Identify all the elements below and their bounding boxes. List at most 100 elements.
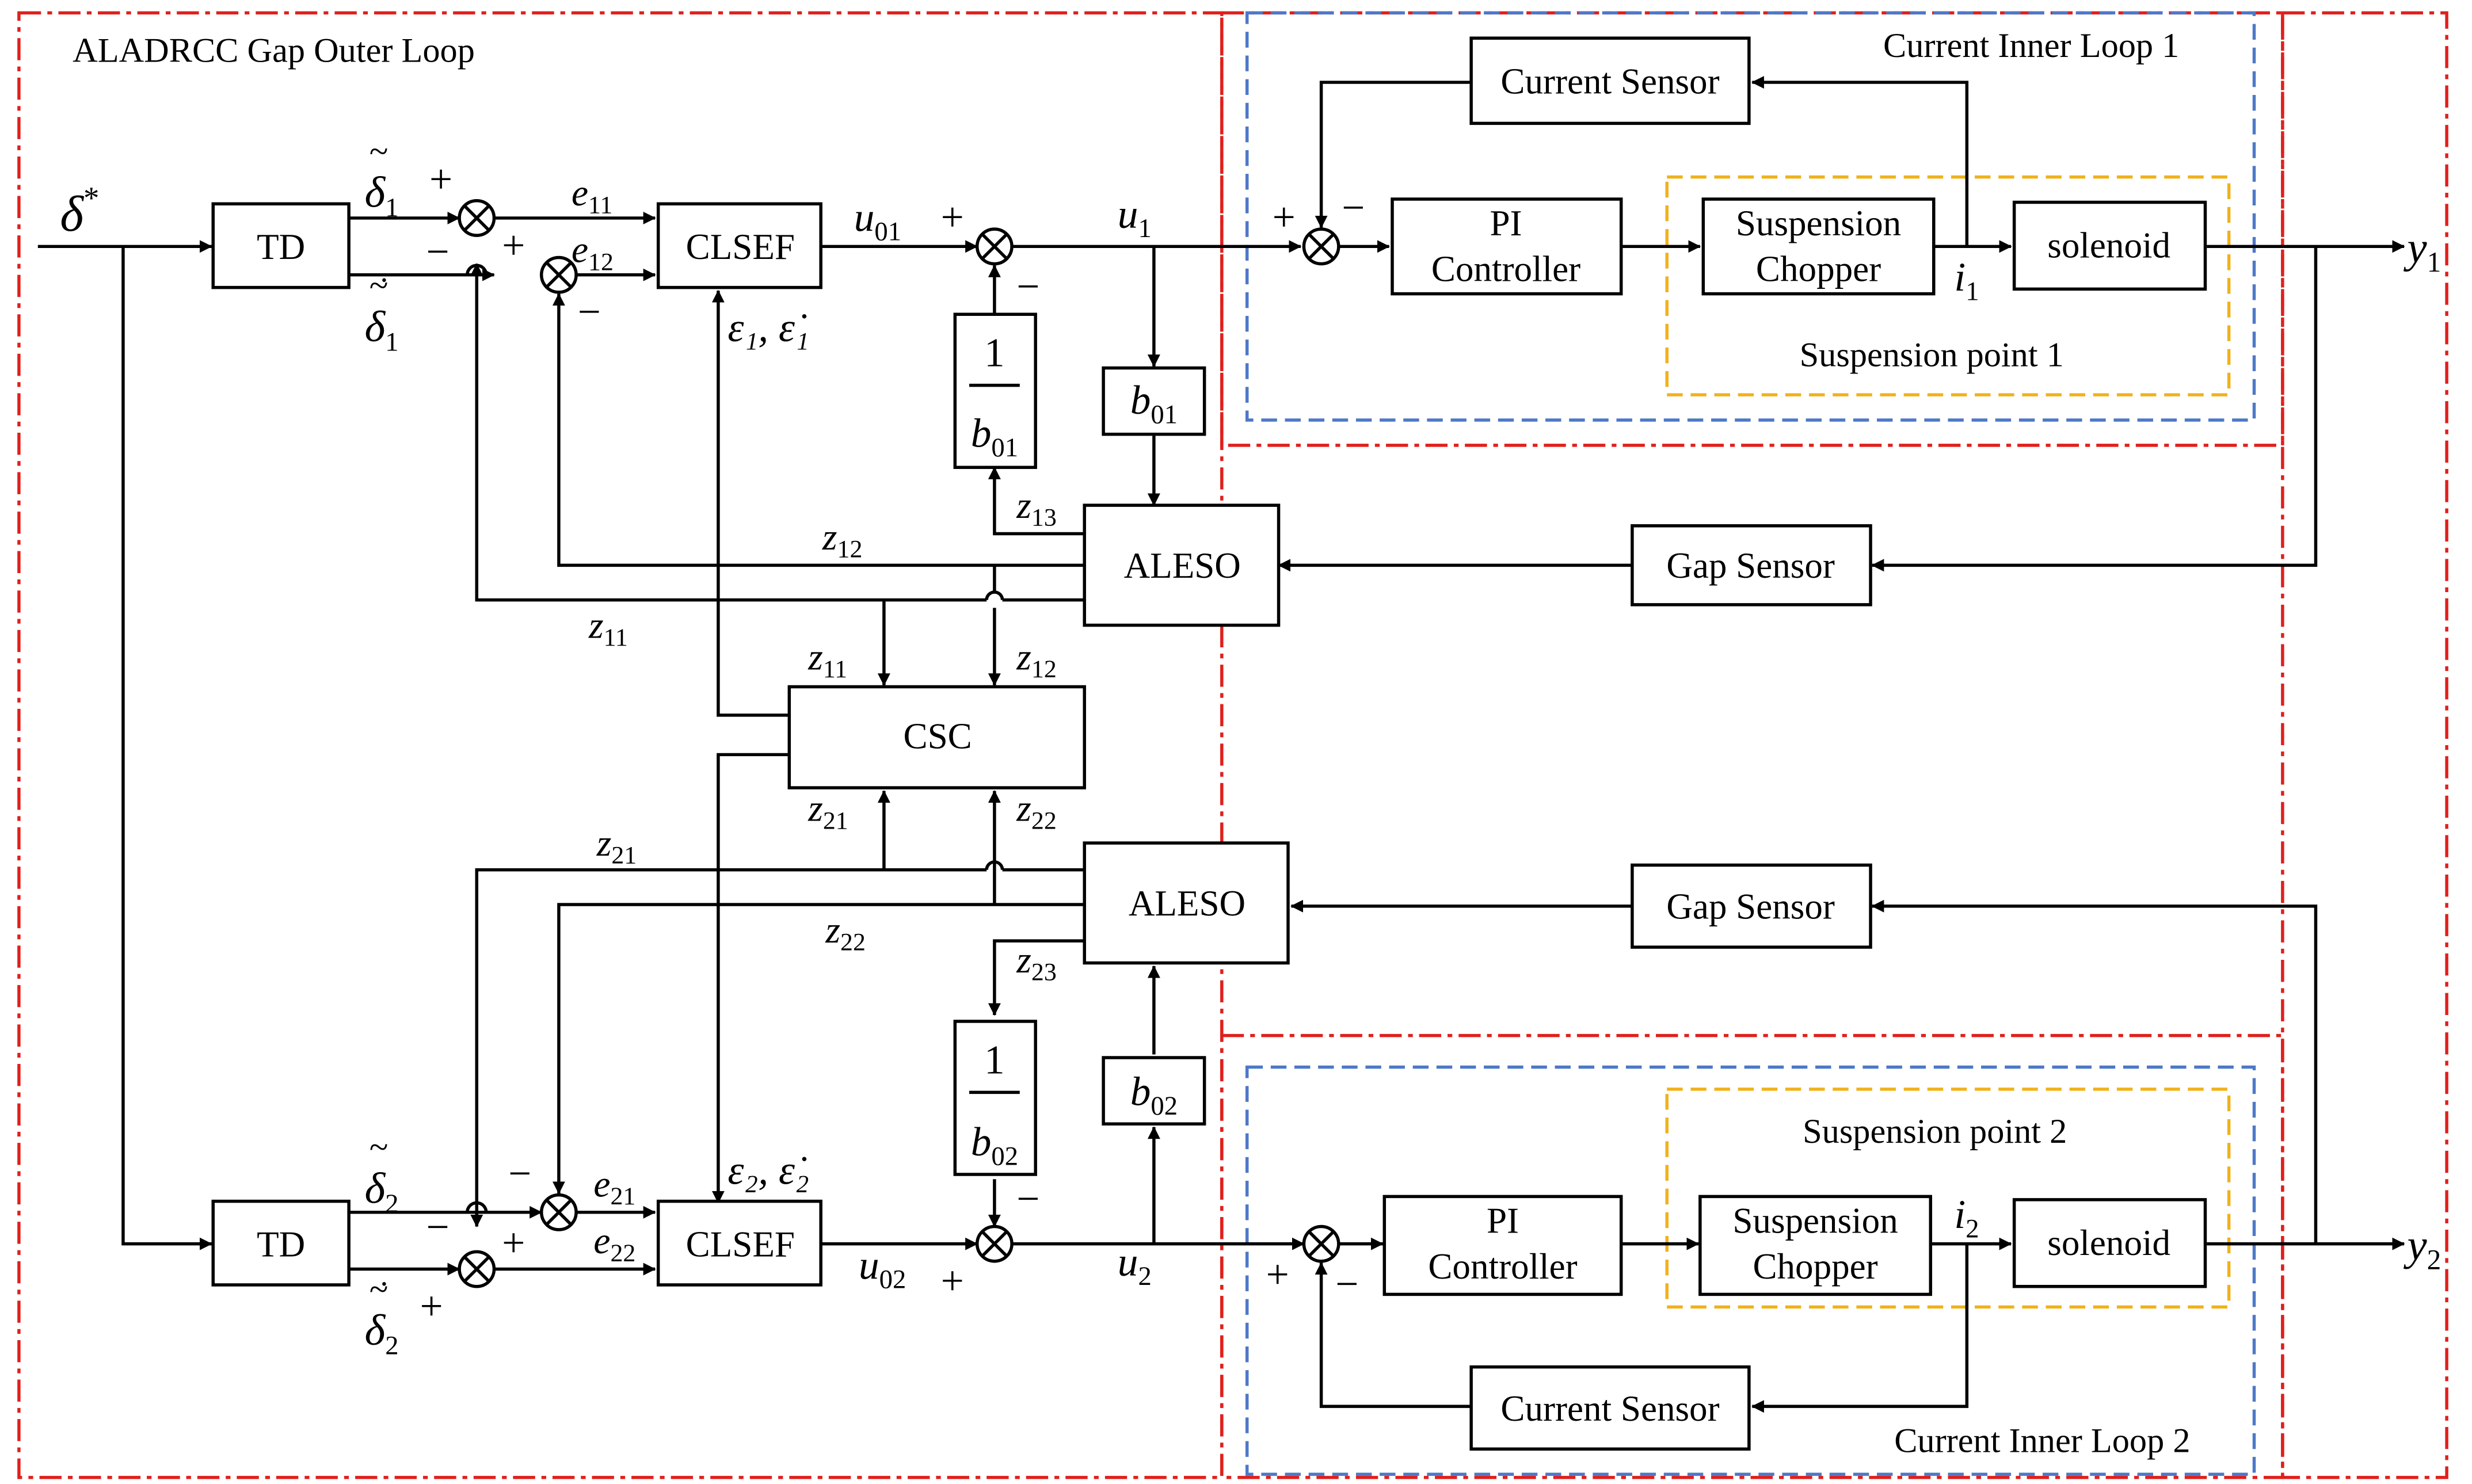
delta2-dot-label: δ2 xyxy=(365,1306,399,1360)
delta2-tilde-label: δ2 xyxy=(365,1163,399,1218)
pi-controller-block-2 xyxy=(1382,1195,1623,1296)
sign-plus-u01: + xyxy=(941,194,964,240)
outer-loop-border xyxy=(17,11,1224,1479)
junction-signs: + − + − + − + − − − + + + − + − xyxy=(420,157,1365,1329)
sign-minus-i1: − xyxy=(1342,185,1365,230)
clsef-label-2: CLSEF xyxy=(686,1224,795,1265)
dot-mark-2b: · xyxy=(379,1266,389,1301)
current-sensor-block-2 xyxy=(1469,1365,1751,1451)
sign-minus-e21: − xyxy=(508,1151,531,1196)
aleso-block-1 xyxy=(1083,503,1281,627)
inv-b01-fraction: 1 b01 xyxy=(969,330,1020,463)
i1-label: i1 xyxy=(1954,254,1979,306)
inv-b02-block xyxy=(953,1020,1037,1176)
suspension-chopper-block-1 xyxy=(1701,197,1936,296)
region-borders xyxy=(17,11,2448,1479)
suspension-point-2-border xyxy=(1665,1088,2231,1309)
pi-label-2b: Controller xyxy=(1428,1246,1577,1287)
tilde-mark-2: ~ xyxy=(370,1128,388,1167)
suspension-point-1-border xyxy=(1665,175,2231,396)
current-sensor-block-1 xyxy=(1469,36,1751,125)
clsef-label-1: CLSEF xyxy=(686,227,795,267)
inv-b02-denominator: b02 xyxy=(971,1119,1018,1171)
delta1-dot-label: δ1 xyxy=(365,302,399,357)
suspension-chopper-block-2 xyxy=(1698,1195,1933,1296)
connection-lines xyxy=(37,76,2405,1413)
z23-label: z23 xyxy=(1016,939,1057,986)
inner-loop-2-label: Current Inner Loop 2 xyxy=(1894,1422,2190,1460)
gap-sensor-block-2 xyxy=(1631,863,1872,949)
eps2-label: ε₂, ε̇₂ xyxy=(727,1147,809,1193)
u01-label: u01 xyxy=(854,194,901,246)
pi-label-1b: Controller xyxy=(1431,249,1580,289)
z22-label-b: z22 xyxy=(825,909,866,956)
clsef-block-2 xyxy=(656,1199,822,1287)
sum-junction-e21 xyxy=(542,1195,576,1230)
b02-label: b02 xyxy=(1130,1069,1178,1120)
csc-block xyxy=(787,685,1086,789)
tilde-mark-2b: ~ xyxy=(370,1270,388,1308)
z12-label-a: z12 xyxy=(822,516,862,563)
inv-b01-numerator: 1 xyxy=(984,330,1005,376)
z21-label-b: z21 xyxy=(596,822,637,869)
sum-junction-u2 xyxy=(977,1226,1012,1261)
z11-label-b: z11 xyxy=(808,636,847,683)
inv-b02-numerator: 1 xyxy=(984,1037,1005,1082)
sign-minus-u1: − xyxy=(1016,264,1039,310)
sign-minus-e11: − xyxy=(426,229,450,274)
td-block-2 xyxy=(211,1199,351,1287)
pi-label-1a: PI xyxy=(1490,203,1522,243)
eps1-label: ε₁, ε̇₁ xyxy=(727,305,809,350)
tilde-mark-1b: ~ xyxy=(370,266,388,305)
sign-plus-i2: + xyxy=(1266,1252,1289,1297)
b01-block xyxy=(1102,366,1206,436)
sum-junction-u1 xyxy=(977,229,1012,264)
sum-junction-e11 xyxy=(459,201,494,235)
gap-sensor-block-1 xyxy=(1631,524,1872,606)
pi-controller-block-1 xyxy=(1391,197,1623,296)
e12-label: e12 xyxy=(572,229,614,276)
right-edge-border xyxy=(2281,11,2448,1479)
sum-junction-current-1 xyxy=(1304,229,1338,264)
signal-labels: δ* δ1 ~ δ1 ~ · δ2 ~ δ2 ~ · e11 e12 e21 e… xyxy=(60,132,2441,1361)
y2-label: y2 xyxy=(2404,1220,2441,1275)
td-label-1: TD xyxy=(257,227,305,267)
sign-minus-i2: − xyxy=(1335,1261,1358,1307)
current-sensor-label-1: Current Sensor xyxy=(1500,61,1719,101)
z22-label-a: z22 xyxy=(1016,788,1057,835)
chopper-label-1b: Chopper xyxy=(1756,249,1881,289)
inner-loop-2-border xyxy=(1245,1065,2256,1476)
pi-label-2a: PI xyxy=(1487,1200,1519,1241)
e22-label: e22 xyxy=(593,1220,635,1267)
blocks xyxy=(211,36,2207,1451)
td-block-1 xyxy=(211,202,351,289)
clsef-block-1 xyxy=(656,202,822,289)
u1-label: u1 xyxy=(1118,191,1152,243)
solenoid-label-2: solenoid xyxy=(2047,1223,2170,1263)
b02-block xyxy=(1102,1056,1206,1126)
sum-junction-current-2 xyxy=(1304,1226,1338,1261)
inv-b01-block xyxy=(953,312,1037,470)
td-label-2: TD xyxy=(257,1224,305,1265)
i2-label: i2 xyxy=(1954,1192,1979,1243)
y1-label: y1 xyxy=(2404,223,2441,278)
delta-ref-label: δ* xyxy=(60,180,99,241)
suspension-point-1-label: Suspension point 1 xyxy=(1800,336,2064,375)
gap-sensor-label-1: Gap Sensor xyxy=(1666,545,1835,586)
chopper-label-1a: Suspension xyxy=(1736,203,1901,243)
dot-mark-1b: · xyxy=(379,262,389,297)
sign-plus-e22b: + xyxy=(420,1283,443,1329)
solenoid-label-1: solenoid xyxy=(2047,226,2170,266)
e11-label: e11 xyxy=(572,172,612,219)
inv-b02-fraction: 1 b02 xyxy=(969,1037,1020,1172)
sign-minus-e12: − xyxy=(578,289,601,334)
current-sensor-label-2: Current Sensor xyxy=(1500,1388,1719,1429)
z12-label-b: z12 xyxy=(1016,636,1057,683)
sum-junction-e22 xyxy=(459,1252,494,1286)
sign-plus-e11: + xyxy=(429,157,452,202)
solenoid-block-1 xyxy=(2012,200,2207,291)
sign-plus-i1: + xyxy=(1273,194,1296,240)
inv-b01-denominator: b01 xyxy=(971,411,1018,463)
outer-loop-label: ALADRCC Gap Outer Loop xyxy=(73,31,475,70)
